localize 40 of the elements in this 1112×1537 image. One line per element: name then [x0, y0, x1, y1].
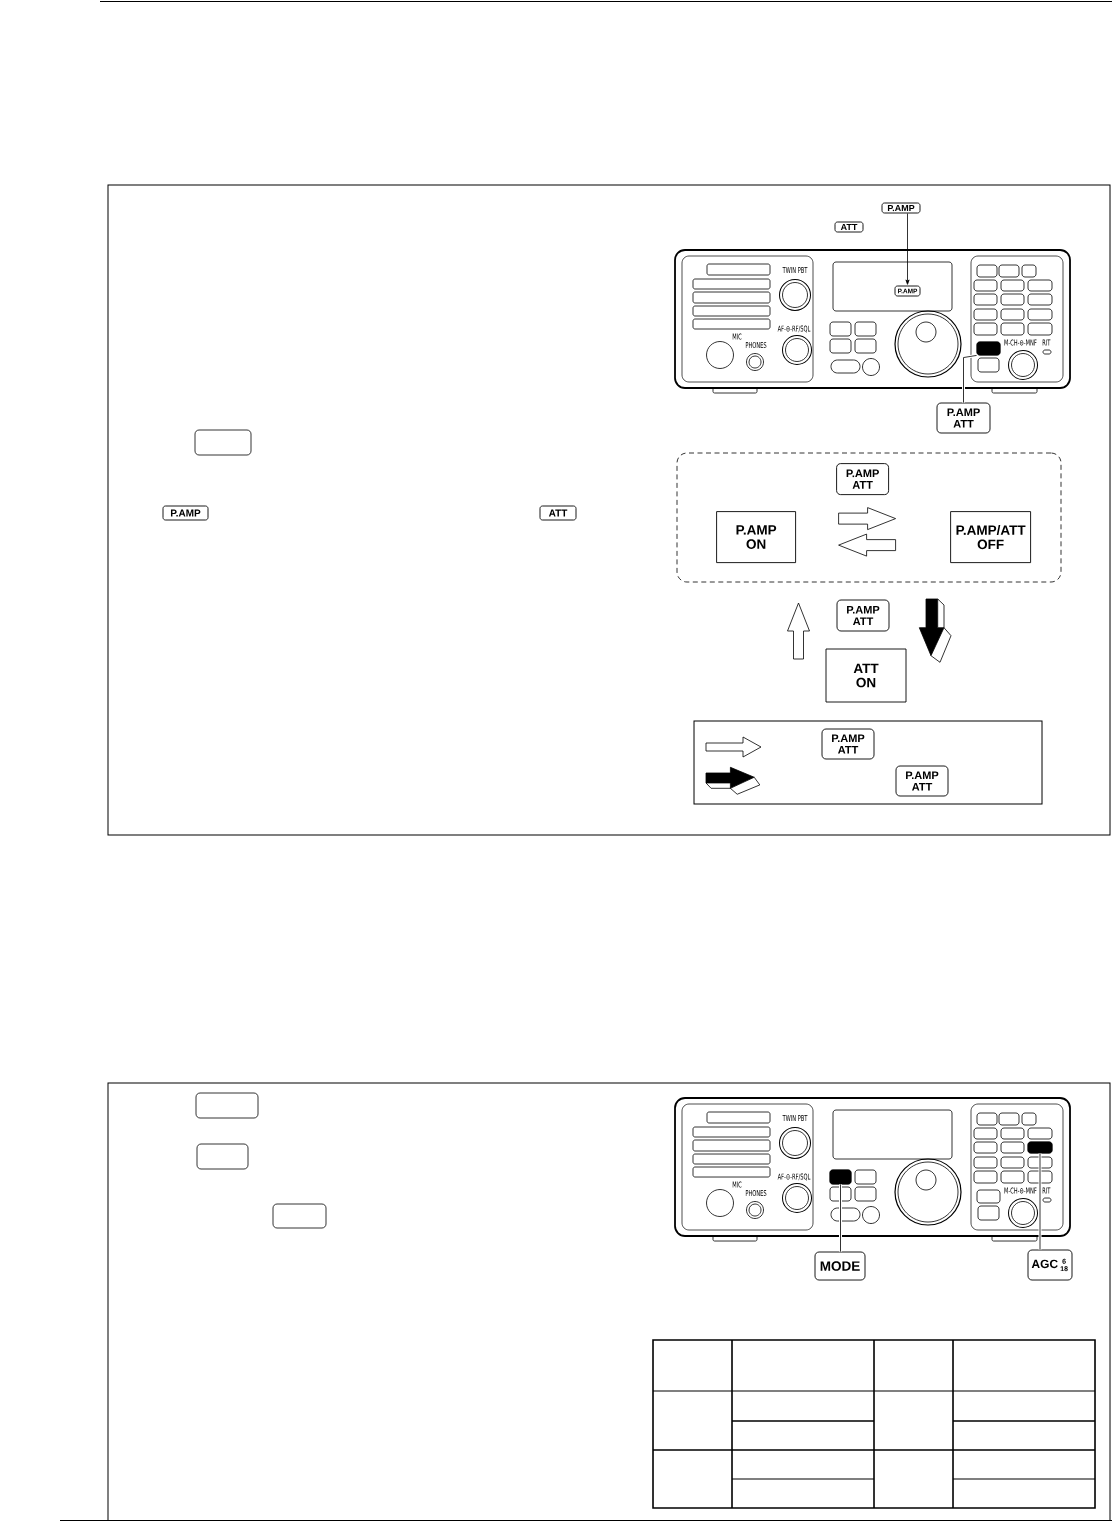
state-box: P.AMP ON	[716, 511, 797, 564]
panel-label: PHONES	[745, 1190, 767, 1197]
leader-line	[839, 1184, 842, 1252]
highlighted-button	[1027, 1141, 1053, 1154]
panel-label: TWIN PBT	[782, 267, 808, 273]
key-badge: ATT	[834, 221, 864, 233]
key-badge: P.AMP ATT	[836, 599, 890, 632]
key-outline	[195, 1092, 259, 1119]
leader-line	[1038, 1153, 1042, 1250]
key-badge: P.AMP ATT	[821, 728, 875, 760]
key-badge: P.AMP ATT	[836, 463, 890, 496]
panel-label: MIC	[732, 333, 742, 340]
key-badge: P.AMP ATT	[936, 402, 991, 434]
dashed-frame	[676, 452, 1062, 583]
highlighted-button	[829, 1169, 852, 1185]
block-arrow	[787, 602, 810, 660]
panel-label: AF-⊖-RF/SQL	[777, 325, 811, 333]
block-arrow	[838, 533, 896, 557]
panel-label: TWIN PBT	[782, 1115, 808, 1121]
key-badge: P.AMP ATT	[895, 765, 949, 797]
highlighted-button	[976, 341, 1001, 356]
key-outline	[194, 429, 252, 456]
panel-label: PHONES	[745, 342, 767, 349]
key-badge: P.AMP	[162, 505, 209, 521]
key-badge: ATT	[539, 505, 577, 521]
panel-label: RIT	[1042, 339, 1051, 346]
panel-label: M-CH-⊖-MNF	[1004, 339, 1037, 346]
key-outline	[272, 1203, 327, 1229]
key-badge: MODE	[814, 1251, 866, 1281]
block-arrow	[918, 598, 952, 663]
panel-label: AF-⊖-RF/SQL	[777, 1173, 811, 1181]
key-badge: P.AMP	[881, 202, 921, 214]
key-outline	[196, 1143, 249, 1170]
panel-label: RIT	[1042, 1187, 1051, 1194]
leader-line	[962, 353, 977, 403]
panel-label: MIC	[732, 1181, 742, 1188]
state-box: P.AMP/ATT OFF	[950, 511, 1032, 564]
state-box: ATT ON	[825, 648, 907, 703]
panel-label: M-CH-⊖-MNF	[1004, 1187, 1037, 1194]
arrow	[905, 213, 910, 285]
